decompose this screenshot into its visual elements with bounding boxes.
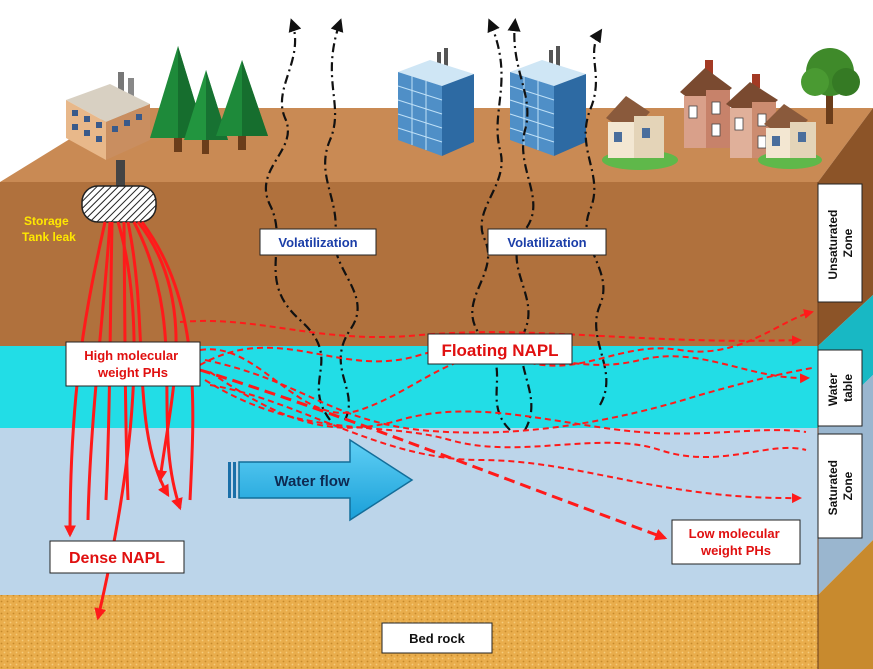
vapor-path xyxy=(584,28,608,406)
house-icon xyxy=(758,104,822,169)
pine-tree-icon xyxy=(216,60,268,150)
low-molecular-migration-path xyxy=(199,368,668,541)
floating-napl-label: Floating NAPL xyxy=(427,333,573,365)
high-molecular-label: High molecular weight PHs xyxy=(65,341,201,387)
bed-rock-label: Bed rock xyxy=(381,622,493,654)
unsaturated-zone-label: Unsaturated Zone xyxy=(817,183,863,303)
deciduous-tree-icon xyxy=(801,48,860,124)
office-building-icon xyxy=(397,48,474,156)
house-icon xyxy=(726,74,778,158)
vapor-path xyxy=(264,18,331,421)
factory-icon xyxy=(66,72,150,160)
dissolved-plume-paths xyxy=(179,309,814,504)
svg-text:Bed rock: Bed rock xyxy=(409,631,465,646)
plume-path xyxy=(209,371,807,435)
house-icon xyxy=(680,60,732,148)
volatilization-label-left: Volatilization xyxy=(259,228,377,256)
house-icon xyxy=(602,96,678,170)
low-molecular-label: Low molecular weight PHs xyxy=(671,519,801,565)
water-flow-label: Water flow xyxy=(274,473,350,490)
svg-text:Water table: Water table xyxy=(826,370,855,406)
plume-path xyxy=(199,309,814,414)
svg-text:Unsaturated Zone: Unsaturated Zone xyxy=(826,206,855,279)
svg-text:Floating NAPL: Floating NAPL xyxy=(441,341,558,360)
svg-text:Volatilization: Volatilization xyxy=(278,235,357,250)
plume-path xyxy=(209,384,802,504)
saturated-zone-label: Saturated Zone xyxy=(817,433,863,539)
water-flow-arrow: Water flow xyxy=(228,438,414,522)
plume-path xyxy=(179,319,802,346)
side-face-bedrock xyxy=(818,540,873,669)
svg-text:Low molecular weight PHs: Low molecular weight PHs xyxy=(689,526,784,558)
plume-path xyxy=(204,359,813,434)
storage-tank-label: Storage Tank leak xyxy=(22,214,76,244)
plume-path xyxy=(204,379,807,458)
svg-text:Saturated Zone: Saturated Zone xyxy=(826,457,855,516)
svg-text:Dense NAPL: Dense NAPL xyxy=(69,550,165,567)
volatilization-label-right: Volatilization xyxy=(487,228,607,256)
water-table-zone-label: Water table xyxy=(817,349,863,427)
svg-text:Volatilization: Volatilization xyxy=(507,235,586,250)
dense-napl-label: Dense NAPL xyxy=(49,540,185,574)
svg-text:High molecular weight PH: High molecular weight PHs xyxy=(84,348,182,380)
office-building-icon xyxy=(509,46,586,156)
